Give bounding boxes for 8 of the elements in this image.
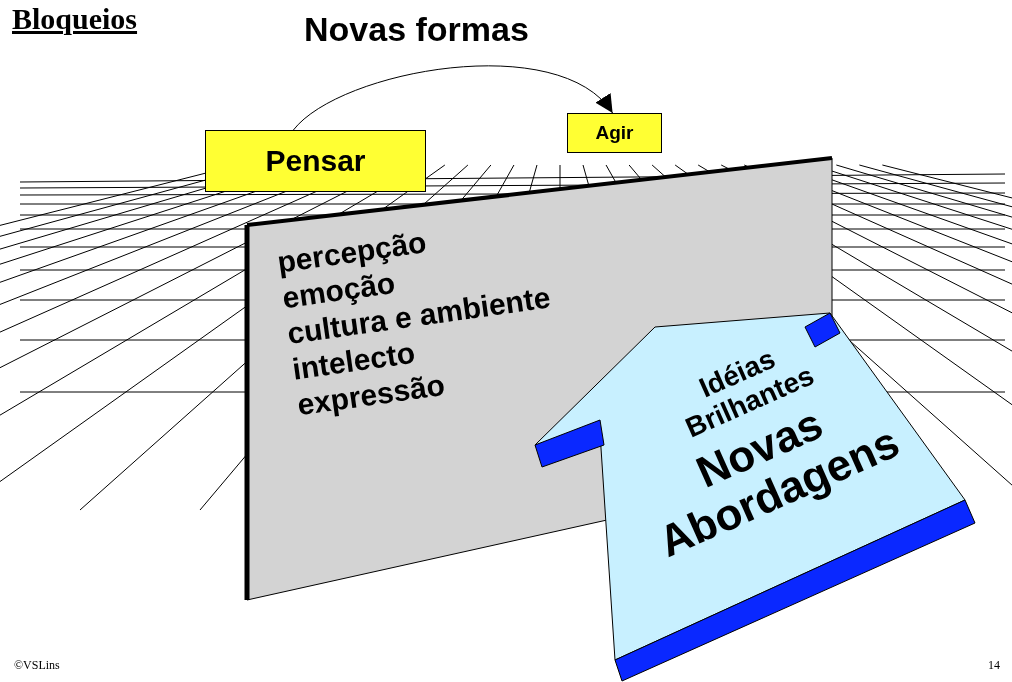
page-number: 14 (988, 658, 1000, 673)
action-box (567, 113, 662, 153)
node-label: Agir (595, 122, 634, 144)
title: Bloqueios (12, 2, 138, 36)
curved-arrow (292, 65, 614, 131)
copyright-note: ©VSLins (14, 658, 60, 673)
node-label: Pensar (265, 144, 366, 178)
thinking-box (205, 130, 426, 192)
